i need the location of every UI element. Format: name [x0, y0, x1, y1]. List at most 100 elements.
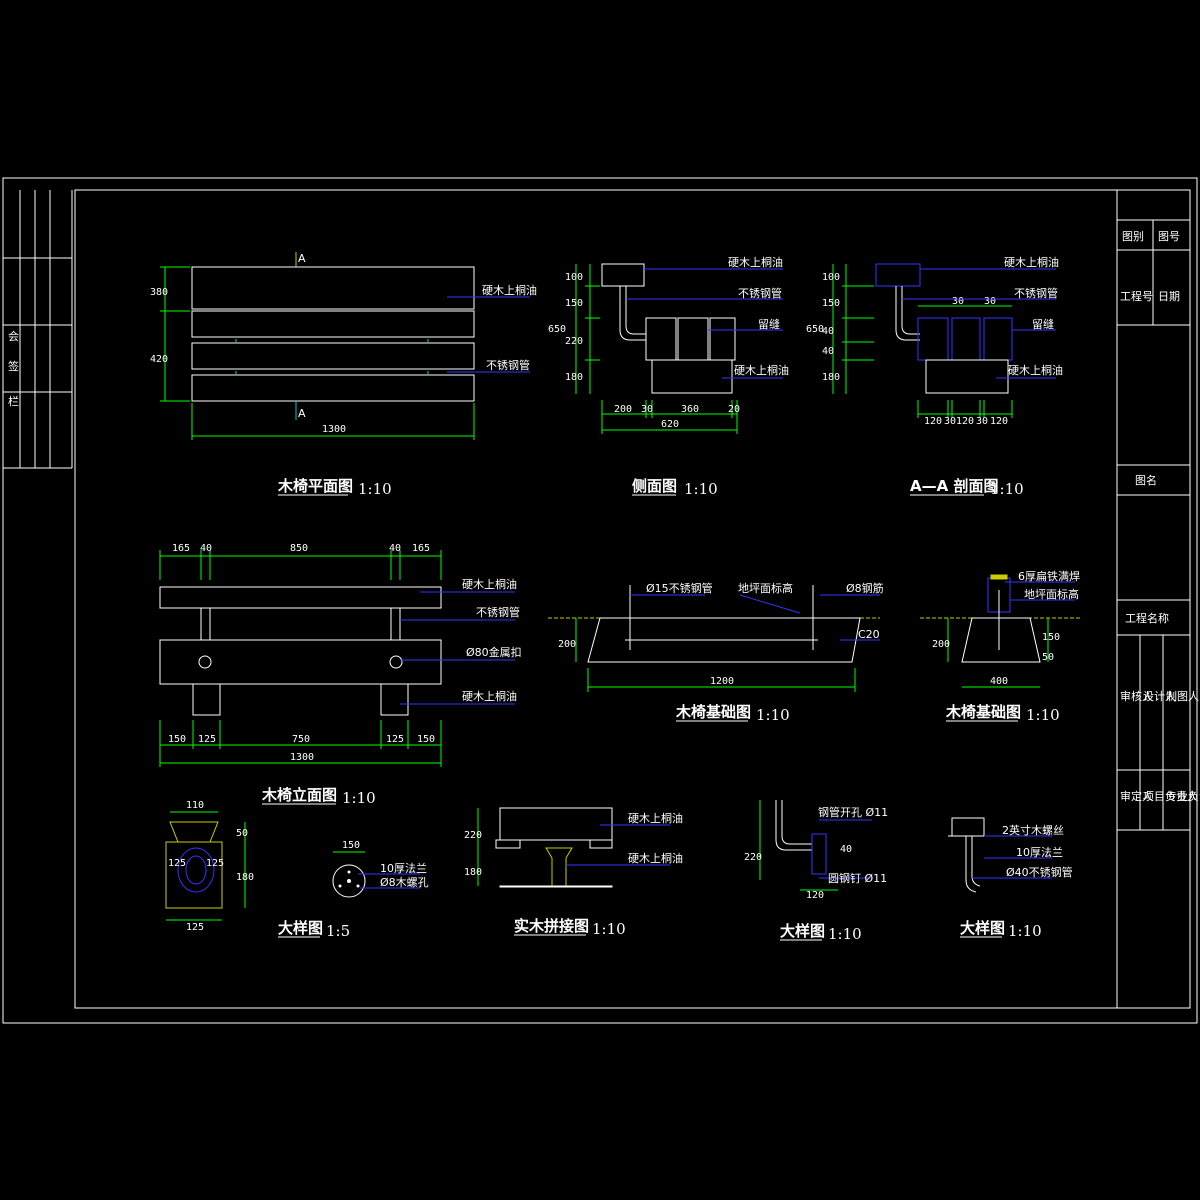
- detail-flange: 150 10厚法兰 Ø8木螺孔: [332, 840, 429, 898]
- detail2-dim-h2: 180: [464, 867, 482, 878]
- detail2-scale: 1:10: [592, 920, 626, 938]
- found1-label-concrete: C20: [858, 628, 880, 641]
- elev-label-cap: Ø80金属扣: [466, 645, 522, 659]
- plan-dim-1300: 1300: [322, 424, 346, 435]
- elev-bot-dim-4: 125: [386, 734, 404, 745]
- detail3-title: 大样图: [780, 922, 825, 940]
- strip-label-1: 会: [8, 330, 19, 343]
- tb-role-1: 审核人: [1120, 689, 1153, 703]
- section-total: 650: [806, 324, 824, 335]
- section-vdim-1: 100: [822, 272, 840, 283]
- elev-label-pipe: 不锈钢管: [476, 605, 520, 619]
- elev-top-dim-1: 165: [172, 543, 190, 554]
- section-top-dim-1: 30: [952, 296, 964, 307]
- detail4-title: 大样图: [960, 919, 1005, 937]
- detail1-dim-top: 110: [186, 800, 204, 811]
- elevation-view: 165 40 850 40 165 150 125 750 125 150 13…: [159, 543, 522, 807]
- section-hdim-5: 120: [990, 416, 1008, 427]
- section-label-wood: 硬木上桐油: [1004, 255, 1059, 269]
- found1-dim-h: 200: [558, 639, 576, 650]
- side-view: 100 150 220 180 650 200 30 360 20 620 硬木…: [548, 255, 789, 498]
- plan-view: A A 380 420 1300 硬木上桐油 不锈钢管 木椅平面图 1:10: [150, 252, 537, 498]
- side-total: 650: [548, 324, 566, 335]
- side-hdim-4: 20: [728, 404, 740, 415]
- strip-label-3: 栏: [8, 394, 19, 408]
- detail2-dim-h1: 220: [464, 830, 482, 841]
- tb-role-2: 设计人: [1143, 690, 1176, 703]
- side-scale: 1:10: [684, 480, 718, 498]
- detail3-scale: 1:10: [828, 925, 862, 943]
- side-title: 侧面图: [632, 477, 677, 495]
- tb-ref2: 工程号: [1120, 290, 1153, 303]
- detail2-title: 实木拼接图: [514, 917, 589, 935]
- foundation1-scale: 1:10: [756, 706, 790, 724]
- side-width: 620: [661, 419, 679, 430]
- found2-dim-w: 400: [990, 676, 1008, 687]
- detail1-dim-side1: 50: [236, 828, 248, 839]
- inner-frame: [74, 189, 1191, 1009]
- detail3-dim-h: 220: [744, 852, 762, 863]
- detail-view-2: 220 180 硬木上桐油 硬木上桐油 实木拼接图 1:10: [464, 807, 683, 938]
- flange-label-hole: Ø8木螺孔: [380, 876, 429, 889]
- detail2-label-wood: 硬木上桐油: [628, 811, 683, 825]
- elev-top-dim-2: 40: [200, 543, 212, 554]
- tb-ref1: 图别: [1122, 230, 1144, 243]
- tb-project: 工程名称: [1125, 611, 1169, 625]
- section-scale: 1:10: [990, 480, 1024, 498]
- foundation2-title: 木椅基础图: [945, 703, 1021, 721]
- found1-label-rebar: Ø8钢筋: [846, 581, 884, 595]
- title-block: 图别 图号 工程号 日期 图名 工程名称 审核人 设计人 制图人 审定人 项目负…: [1116, 190, 1200, 1008]
- detail4-scale: 1:10: [1008, 922, 1042, 940]
- side-hdim-2: 30: [641, 404, 653, 415]
- side-label-wood: 硬木上桐油: [728, 255, 783, 269]
- side-label-pipe: 不锈钢管: [738, 286, 782, 300]
- section-view: 100 150 40 40 180 650 30 30 120 30 120 3…: [806, 255, 1063, 498]
- section-label-pipe: 不锈钢管: [1014, 286, 1058, 300]
- foundation2-scale: 1:10: [1026, 706, 1060, 724]
- found2-label-ground: 地坪面标高: [1024, 587, 1079, 601]
- elev-label-wood: 硬木上桐油: [462, 577, 517, 591]
- section-vdim-3: 40: [822, 326, 834, 337]
- detail1-dim-side2: 180: [236, 872, 254, 883]
- section-hdim-1: 120: [924, 416, 942, 427]
- elev-bot-dim-3: 750: [292, 734, 310, 745]
- elev-top-dim-5: 165: [412, 543, 430, 554]
- elev-bot-dim-5: 150: [417, 734, 435, 745]
- flange-label-flange: 10厚法兰: [380, 861, 427, 875]
- tb-role-5: 项目负责人: [1143, 789, 1198, 803]
- elev-label-wood2: 硬木上桐油: [462, 689, 517, 703]
- section-hdim-3: 120: [956, 416, 974, 427]
- tb-role-4: 审定人: [1120, 789, 1153, 803]
- flange-dim: 150: [342, 840, 360, 851]
- section-vdim-2: 150: [822, 298, 840, 309]
- elevation-title: 木椅立面图: [261, 786, 337, 804]
- detail1-dim-bottom: 125: [186, 922, 204, 933]
- tb-role-3: 制图人: [1166, 690, 1199, 703]
- side-label-gap: 留缝: [758, 317, 780, 331]
- found2-label-plate: 6厚扁铁满焊: [1018, 569, 1080, 583]
- detail1-scale: 1:5: [326, 922, 350, 940]
- side-vdim-4: 180: [565, 372, 583, 383]
- section-title: A—A 剖面图: [910, 477, 998, 495]
- section-hdim-2: 30: [944, 416, 956, 427]
- elev-top-dim-3: 850: [290, 543, 308, 554]
- detail-view-3: 220 120 40 钢管开孔 Ø11 圆钢钉 Ø11 大样图 1:10: [744, 800, 888, 943]
- detail1-dim-l: 125: [168, 858, 186, 869]
- elev-total: 1300: [290, 752, 314, 763]
- plan-mark-bottom: A: [298, 407, 306, 420]
- detail1-title: 大样图: [278, 919, 323, 937]
- detail3-dim-s: 40: [840, 844, 852, 855]
- foundation-view-2: 200 150 50 400 6厚扁铁满焊 地坪面标高 木椅基础图 1:10: [920, 569, 1080, 724]
- detail3-dim-w: 120: [806, 890, 824, 901]
- detail-view-4: 2英寸木螺丝 10厚法兰 Ø40不锈钢管 大样图 1:10: [948, 817, 1073, 940]
- found2-dim-h3: 50: [1042, 652, 1054, 663]
- detail4-label-flange: 10厚法兰: [1016, 845, 1063, 859]
- side-hdim-3: 360: [681, 404, 699, 415]
- detail3-label-hole: 钢管开孔 Ø11: [818, 805, 888, 819]
- detail1-dim-r: 125: [206, 858, 224, 869]
- detail4-label-pipe: Ø40不锈钢管: [1006, 865, 1073, 879]
- detail4-label-screw: 2英寸木螺丝: [1002, 823, 1064, 837]
- found2-dim-h: 200: [932, 639, 950, 650]
- tb-role-6: 专业负责人: [1166, 789, 1200, 803]
- plan-label-wood: 硬木上桐油: [482, 283, 537, 297]
